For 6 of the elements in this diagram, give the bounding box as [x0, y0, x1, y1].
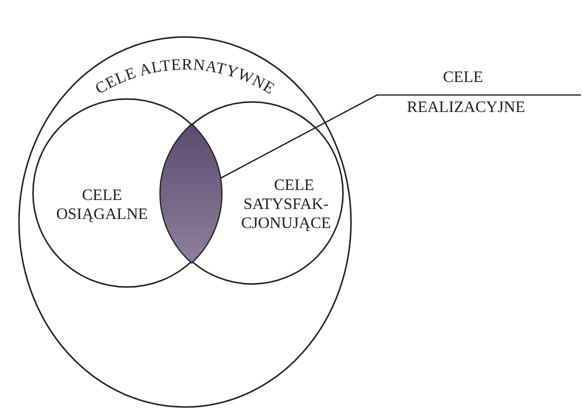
set-label: CELE OSIĄGALNE: [55, 186, 149, 224]
callout-label: CELE: [442, 68, 484, 87]
leader-line: [218, 94, 581, 180]
callout-label: REALIZACYJNE: [406, 98, 526, 117]
set-label: CELE: [273, 176, 315, 195]
set-label: SATYSFAK-CJONUJĄCE: [240, 195, 332, 233]
